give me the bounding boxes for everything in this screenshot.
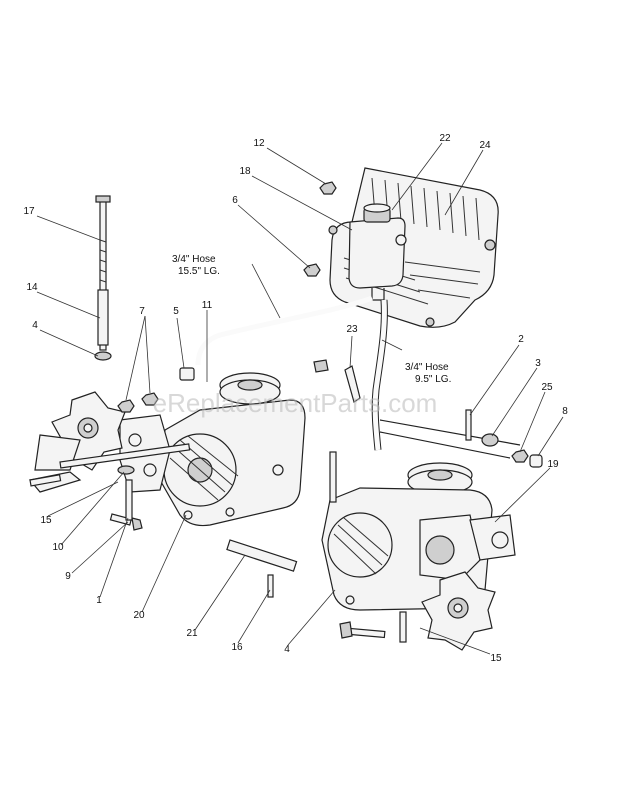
bolt-15-right-vertical — [399, 611, 407, 643]
bolt-15-right — [339, 621, 386, 639]
nut-7b — [141, 392, 159, 406]
callout-1: 1 — [96, 595, 102, 606]
callout-22: 22 — [439, 133, 451, 144]
hose-label-upper: 3/4" Hose 15.5" LG. — [172, 254, 220, 277]
hose-label-upper-line1: 3/4" Hose — [172, 254, 216, 265]
right-control-arm — [469, 514, 516, 561]
callout-10: 10 — [52, 542, 64, 553]
hose-label-lower-line2: 9.5" LG. — [415, 374, 451, 385]
nut-7a — [117, 399, 135, 413]
callout-labels: 12 22 24 18 6 17 14 4 7 5 11 23 2 3 25 8… — [23, 133, 568, 664]
hose-label-lower: 3/4" Hose 9.5" LG. — [405, 362, 451, 385]
hose-label-lower-line1: 3/4" Hose — [405, 362, 449, 373]
callout-17: 17 — [23, 206, 35, 217]
callout-8: 8 — [562, 406, 568, 417]
callout-15-right: 15 — [490, 653, 502, 664]
callout-25: 25 — [541, 382, 553, 393]
washer-3 — [481, 433, 499, 447]
bolt-2 — [465, 409, 472, 441]
callout-21: 21 — [186, 628, 198, 639]
spacer-8 — [529, 454, 543, 468]
callout-19: 19 — [547, 459, 559, 470]
callout-12: 12 — [253, 138, 265, 149]
bolt-17 — [95, 195, 111, 351]
bolt-6 — [303, 263, 321, 277]
callout-20: 20 — [133, 610, 145, 621]
callout-4-right: 4 — [284, 644, 290, 655]
left-transaxle — [119, 372, 306, 527]
washer-10 — [117, 465, 135, 475]
nut-25 — [511, 449, 529, 463]
callout-3: 3 — [535, 358, 541, 369]
callout-14: 14 — [26, 282, 38, 293]
watermark: eReplacementParts.com — [153, 388, 438, 418]
callout-7: 7 — [139, 306, 145, 317]
callout-15-left: 15 — [40, 515, 52, 526]
bolt-12 — [319, 181, 337, 195]
leader-lines — [36, 142, 564, 655]
hose-15-5-in — [195, 295, 373, 366]
bolt-1 — [125, 479, 133, 521]
hose-label-upper-line2: 15.5" LG. — [178, 266, 220, 277]
callout-5: 5 — [173, 306, 179, 317]
callout-11: 11 — [202, 300, 213, 311]
bolt-15-left — [29, 474, 62, 487]
callout-4-left: 4 — [32, 320, 38, 331]
pin-16 — [267, 574, 274, 598]
callout-9: 9 — [65, 571, 71, 582]
callout-16: 16 — [231, 642, 243, 653]
bolt-vertical-center — [329, 451, 337, 503]
bolt-9 — [109, 513, 143, 531]
hydraulic-reservoir — [348, 203, 407, 301]
fitting-23 — [313, 359, 361, 403]
tie-rod-21 — [226, 539, 298, 572]
hose-9-5-in — [371, 299, 388, 451]
callout-6: 6 — [232, 195, 238, 206]
right-wheel-hub — [421, 571, 496, 651]
washer-4-left — [94, 351, 112, 361]
callout-23: 23 — [346, 324, 358, 335]
fitting-5 — [179, 367, 195, 381]
callout-18: 18 — [239, 166, 251, 177]
callout-24: 24 — [479, 140, 491, 151]
callout-2: 2 — [518, 334, 524, 345]
